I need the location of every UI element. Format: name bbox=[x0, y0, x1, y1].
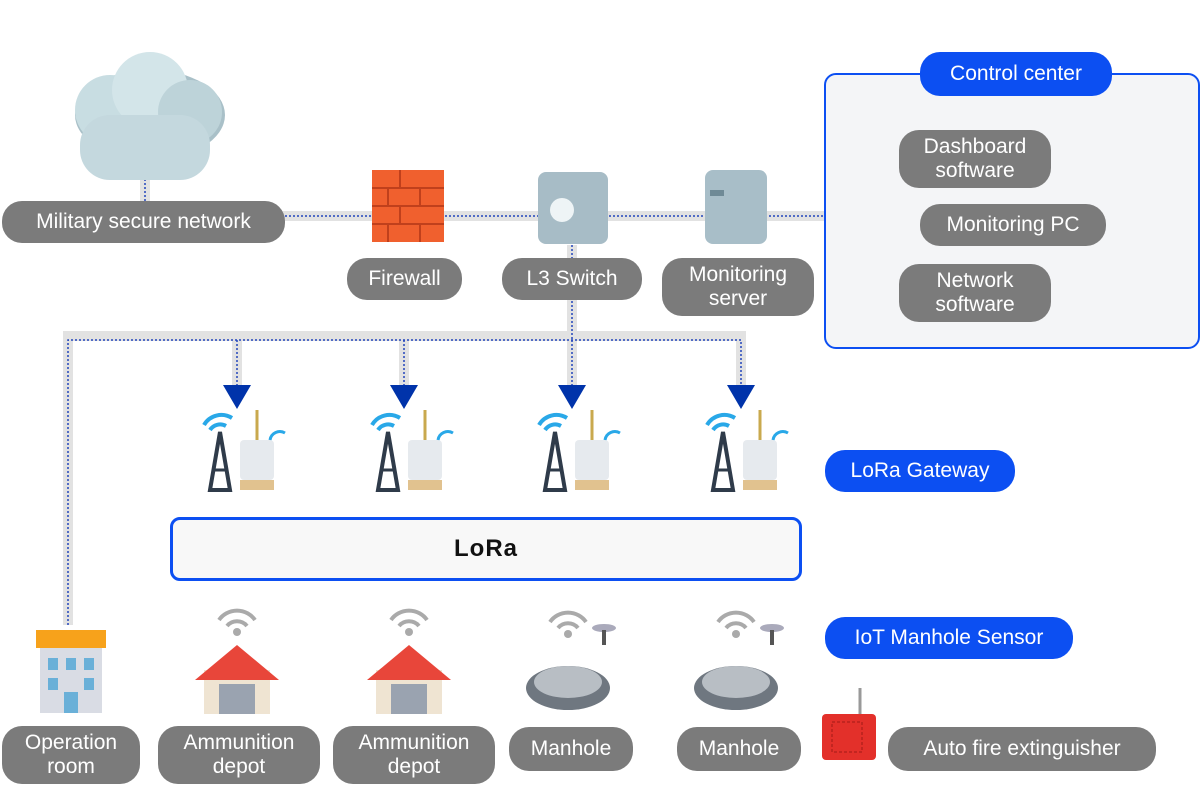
arrow-icon bbox=[558, 385, 586, 409]
arrow-icon bbox=[390, 385, 418, 409]
cloud-icon bbox=[75, 52, 225, 180]
lora-gateway-icon bbox=[370, 410, 454, 492]
endpoint-label: Ammunition depot bbox=[333, 726, 495, 784]
arrow-icon bbox=[727, 385, 755, 409]
manhole-icon bbox=[526, 624, 616, 710]
network-software-label: Network software bbox=[899, 264, 1051, 322]
lora-network-bar: LoRa bbox=[170, 517, 802, 581]
lora-gateway-icon bbox=[537, 410, 621, 492]
iot-manhole-sensor-label: IoT Manhole Sensor bbox=[825, 617, 1073, 659]
depot-icon bbox=[367, 645, 451, 714]
depot-icon bbox=[195, 645, 279, 714]
endpoint-label: Manhole bbox=[509, 727, 633, 771]
fire-extinguisher-icon bbox=[822, 688, 876, 760]
monitoring-server-label: Monitoring server bbox=[662, 258, 814, 316]
l3-switch-label: L3 Switch bbox=[502, 258, 642, 300]
operation-room-icon bbox=[36, 630, 106, 713]
lora-gateway-icon bbox=[202, 410, 286, 492]
lora-gateway-icon bbox=[705, 410, 789, 492]
wifi-icon bbox=[716, 610, 756, 638]
monitoring-pc-label: Monitoring PC bbox=[920, 204, 1106, 246]
server-icon bbox=[705, 170, 767, 244]
endpoint-label: Auto fire extinguisher bbox=[888, 727, 1156, 771]
military-network-label: Military secure network bbox=[2, 201, 285, 243]
manhole-icon bbox=[694, 624, 784, 710]
firewall-icon bbox=[372, 170, 444, 242]
lora-logo: LoRa bbox=[454, 535, 518, 562]
endpoint-label: Operation room bbox=[2, 726, 140, 784]
control-center-title: Control center bbox=[920, 52, 1112, 96]
arrow-icon bbox=[223, 385, 251, 409]
firewall-label: Firewall bbox=[347, 258, 462, 300]
l3-switch-icon bbox=[538, 172, 608, 244]
endpoint-label: Ammunition depot bbox=[158, 726, 320, 784]
wifi-icon bbox=[548, 610, 588, 638]
endpoint-label: Manhole bbox=[677, 727, 801, 771]
lora-gateway-label: LoRa Gateway bbox=[825, 450, 1015, 492]
wifi-icon bbox=[389, 608, 429, 636]
dashboard-software-label: Dashboard software bbox=[899, 130, 1051, 188]
wifi-icon bbox=[217, 608, 257, 636]
